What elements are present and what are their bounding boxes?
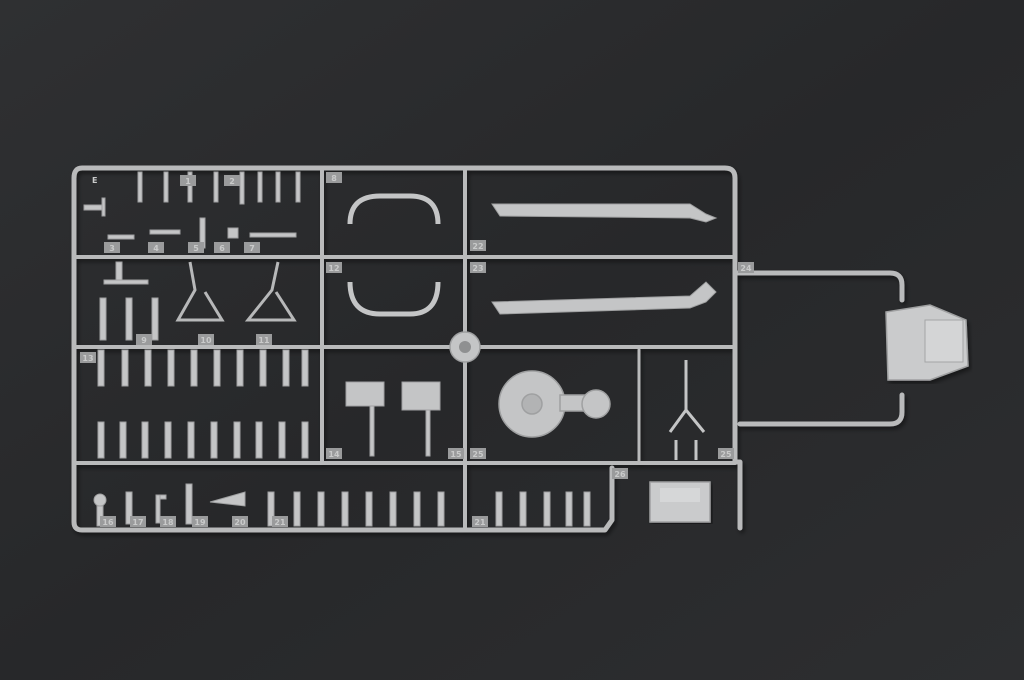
part-tag-label: 5 bbox=[193, 244, 199, 253]
part-tag-label: 15 bbox=[450, 450, 462, 459]
part-tag-label: 25 bbox=[472, 450, 484, 459]
part-tag bbox=[198, 334, 214, 345]
part-tag bbox=[272, 516, 288, 527]
parts-curved-arches bbox=[347, 193, 441, 317]
part-tag bbox=[80, 352, 96, 363]
part-tag bbox=[326, 172, 342, 183]
part-tag bbox=[326, 262, 342, 273]
part-tag bbox=[188, 242, 204, 253]
part-tag-label: 13 bbox=[82, 354, 93, 363]
parts-top-left bbox=[83, 171, 301, 322]
parts-plates bbox=[345, 381, 441, 457]
part-tag bbox=[470, 240, 486, 251]
part-tag-label: 3 bbox=[109, 244, 115, 253]
part-tag bbox=[160, 516, 176, 527]
part-tag-label: 18 bbox=[162, 518, 174, 527]
part-tag bbox=[148, 242, 164, 253]
part-tag bbox=[136, 334, 152, 345]
part-tag bbox=[470, 448, 486, 459]
part-tag-label: 7 bbox=[249, 244, 255, 253]
parts-pins-row bbox=[97, 297, 309, 459]
part-tag-label: 24 bbox=[740, 264, 752, 273]
part-tag-label: 23 bbox=[472, 264, 483, 273]
part-tag bbox=[104, 242, 120, 253]
part-tag-label: 26 bbox=[614, 470, 626, 479]
parts-disc bbox=[498, 370, 611, 438]
part-tag bbox=[180, 175, 196, 186]
part-tag bbox=[448, 448, 464, 459]
part-block-small bbox=[649, 481, 711, 523]
part-tag bbox=[214, 242, 230, 253]
part-tag-label: 1 bbox=[185, 177, 191, 186]
part-tag-label: 21 bbox=[474, 518, 486, 527]
parts-long-fenders bbox=[491, 203, 718, 315]
part-tag bbox=[232, 516, 248, 527]
part-tag bbox=[326, 448, 342, 459]
part-tag bbox=[612, 468, 628, 479]
part-tag-label: 9 bbox=[141, 336, 147, 345]
sprue-letter: E bbox=[92, 176, 97, 185]
part-tag bbox=[130, 516, 146, 527]
part-tag-label: 11 bbox=[258, 336, 270, 345]
sprue-right-extension bbox=[735, 270, 905, 427]
part-tag-label: 6 bbox=[219, 244, 225, 253]
part-tag-label: 20 bbox=[234, 518, 246, 527]
part-tag bbox=[192, 516, 208, 527]
part-tag-label: 14 bbox=[328, 450, 340, 459]
part-tag-label: 22 bbox=[472, 242, 483, 251]
part-tag bbox=[472, 516, 488, 527]
part-tag-label: 25 bbox=[720, 450, 732, 459]
part-tag bbox=[100, 516, 116, 527]
sprue-frame bbox=[71, 165, 905, 533]
part-tag-label: 19 bbox=[194, 518, 206, 527]
part-tag-label: 10 bbox=[200, 336, 212, 345]
part-tag-label: 2 bbox=[229, 177, 235, 186]
part-tag-label: 16 bbox=[102, 518, 114, 527]
part-tag bbox=[718, 448, 734, 459]
part-tag bbox=[470, 262, 486, 273]
part-tripod bbox=[668, 360, 706, 460]
parts-bottom-row bbox=[93, 483, 591, 527]
sprue-hub-center bbox=[459, 341, 471, 353]
part-tag bbox=[224, 175, 240, 186]
part-tag bbox=[738, 262, 754, 273]
part-block-large bbox=[885, 304, 969, 381]
part-tag-label: 4 bbox=[153, 244, 159, 253]
part-tag-label: 17 bbox=[132, 518, 143, 527]
part-tag bbox=[256, 334, 272, 345]
sprue-outer-frame bbox=[71, 165, 743, 533]
part-tag-label: 12 bbox=[328, 264, 339, 273]
part-tag-label: 8 bbox=[331, 174, 337, 183]
part-tag-label: 21 bbox=[274, 518, 286, 527]
part-tag bbox=[244, 242, 260, 253]
